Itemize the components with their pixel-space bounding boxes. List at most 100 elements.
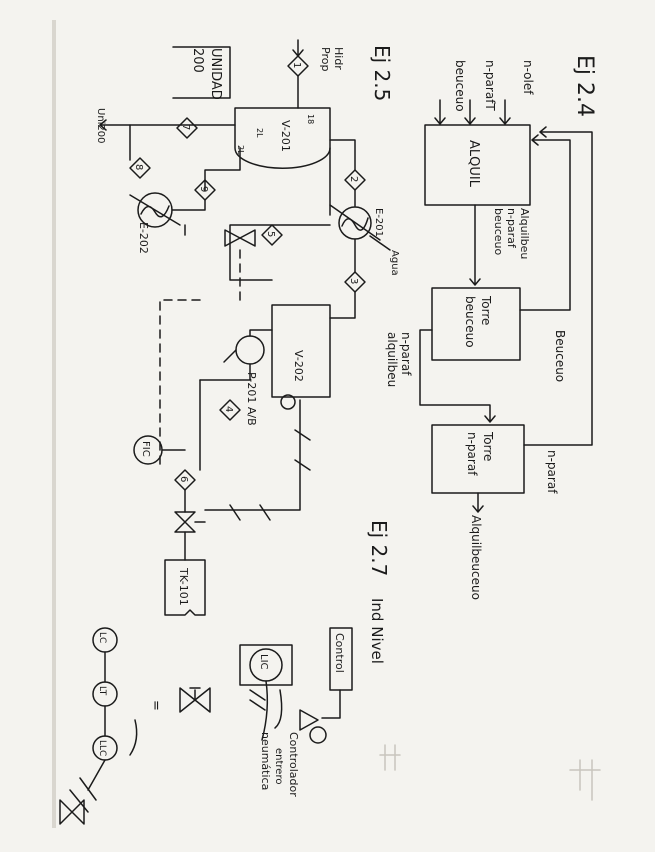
ej27-chain-llc-label: LLC	[97, 740, 107, 756]
ej25-pump-base	[223, 349, 237, 363]
ej25-stream-diamond-8	[129, 157, 151, 179]
ej27-note-arrow	[274, 689, 283, 729]
ej24-recycle-parafina	[523, 126, 593, 446]
page-edge	[52, 20, 56, 828]
ej24-section: Ej 2.4 n-olef n-parafT beuceuo ALQUIL Al…	[385, 55, 597, 600]
ej27-section: Ej 2.7 Ind Nivel Control LIC Controlador…	[59, 520, 391, 825]
ej24-out-3: beuceuo	[492, 208, 505, 256]
ej25-stream-9: 9	[198, 186, 209, 192]
ej25-stream-diamond-4	[219, 399, 241, 421]
ej25-drum-instrument	[280, 394, 296, 410]
ej24-bottom-1: n-paraf	[399, 332, 413, 376]
ej25-section: Ej 2.5 UNIDAD 200 Hidr Prop 1 V-201 18 2…	[95, 39, 400, 616]
ej25-e202-loop	[129, 124, 241, 191]
ej27-loop-arrow	[129, 719, 138, 756]
ej25-line-3-drum	[329, 291, 356, 319]
ej24-product-arrow	[472, 492, 484, 513]
ej25-stream-5: 5	[265, 231, 276, 237]
ej24-feed-arrow-1	[499, 99, 511, 125]
ej25-drum-signal	[204, 399, 301, 511]
ej24-alquil-box	[424, 124, 531, 206]
ej24-torre2-label-1: Torre	[481, 431, 495, 461]
ej25-stream-diamond-7	[176, 117, 198, 139]
ej27-subtitle: Ind Nivel	[368, 598, 386, 664]
ej25-outlet-line	[99, 119, 236, 131]
ej27-title: Ej 2.7	[367, 520, 391, 576]
ej25-signal-ticks	[229, 429, 311, 521]
ej25-pump	[235, 335, 265, 365]
ej24-out-1: Alquilbeu	[518, 208, 531, 259]
ej25-outlet-label: Uni200	[95, 108, 106, 144]
ej25-unit-box	[172, 46, 231, 99]
ej27-control-label: Control	[333, 633, 346, 673]
ej27-control-valve-head	[309, 726, 327, 744]
ej27-equals: =	[148, 700, 163, 711]
ej27-chain-lc-label: LC	[97, 632, 107, 643]
ej24-feed-1: n-olef	[521, 60, 535, 95]
ej24-out-2: n-paraf	[505, 208, 518, 249]
ej27-pneumatic-ticks	[249, 689, 266, 711]
ej25-stream-3: 3	[348, 278, 359, 284]
ej27-note-3: neumática	[259, 732, 272, 790]
ej25-exchanger-e201-cross	[329, 204, 381, 241]
ej25-exchanger-e201-coil	[341, 217, 369, 231]
ej25-vessel-mark-1: 18	[306, 114, 315, 124]
ej24-alquil-label: ALQUIL	[466, 140, 481, 188]
ej25-stream-diamond-5	[261, 224, 283, 246]
ej25-stream-1: 1	[291, 62, 302, 68]
ej24-torre-benceno-box	[431, 287, 521, 361]
ej25-water-arrow	[369, 235, 391, 251]
ej25-vessel-mark-2: 2L	[255, 128, 264, 138]
ej24-torre1-label-2: beuceuo	[463, 296, 477, 348]
ej27-lic-label: LIC	[258, 654, 269, 670]
ej24-feed-3: beuceuo	[453, 60, 467, 112]
ej25-pump-label: P-201 A/B	[245, 372, 258, 426]
ej25-pump-lines	[199, 329, 273, 381]
ej25-unit-line-2: 200	[190, 48, 205, 73]
ej25-unit-line-1: UNIDAD	[208, 48, 223, 100]
ej25-e201-label: E-201	[373, 208, 384, 237]
ej24-product-label: Alquilbeuceuo	[469, 515, 483, 600]
ej27-note-2: entrero	[273, 748, 284, 784]
ej25-drum-v202	[271, 304, 331, 398]
ej24-feed-arrow-2	[464, 99, 476, 125]
ej25-stream-2: 2	[348, 176, 359, 182]
ej25-exchanger-e202-coil	[140, 205, 170, 218]
ej24-bottom-2: alquilbeu	[385, 332, 399, 387]
ej27-chain-pneumatic	[69, 759, 106, 813]
ej27-chain-lt-label: LT	[97, 686, 107, 696]
ej25-valve-top	[224, 229, 256, 247]
ej24-recycle-parafina-label: n-paraf	[545, 450, 559, 494]
ej24-feed-2: n-parafT	[483, 60, 497, 111]
ej25-dashed-signal	[159, 249, 241, 471]
ej25-vessel-label: V-201	[279, 120, 292, 152]
ej25-title: Ej 2.5	[370, 45, 394, 101]
ej25-stream-7: 7	[180, 124, 191, 130]
ej24-title: Ej 2.4	[572, 55, 597, 117]
ej25-feed-1: Hidr	[332, 47, 345, 70]
bleed-through	[379, 744, 601, 801]
ej24-recycle-benceno	[519, 134, 571, 311]
ej25-stream-5-line	[229, 224, 331, 281]
ej25-stream-4: 4	[223, 406, 234, 412]
ej24-feed-arrow-3	[434, 99, 446, 125]
ej25-feed-arrow	[292, 39, 304, 57]
ej25-vessel-v201	[234, 107, 331, 169]
ej25-stream-6: 6	[178, 476, 189, 482]
ej27-control-box	[329, 627, 353, 691]
ej24-torre1-label-1: Torre	[479, 295, 493, 325]
ej27-note-1: Controlador	[287, 732, 300, 797]
ej25-fic-label: FIC	[140, 441, 151, 457]
ej25-control-valve	[174, 511, 196, 533]
ej24-alquil-out	[469, 204, 481, 286]
ej25-feed-2: Prop	[319, 47, 332, 71]
ej24-recycle-benceno-label: Beuceuo	[553, 330, 567, 382]
ej27-lic-to-valve	[261, 680, 269, 741]
ej24-torre2-label-2: n-paraf	[465, 432, 479, 476]
ej25-tank-label: TK-101	[177, 567, 190, 606]
ej25-drum-label: V-202	[292, 350, 305, 382]
ej25-top-line	[329, 139, 356, 171]
ej27-level-valve	[179, 687, 211, 713]
